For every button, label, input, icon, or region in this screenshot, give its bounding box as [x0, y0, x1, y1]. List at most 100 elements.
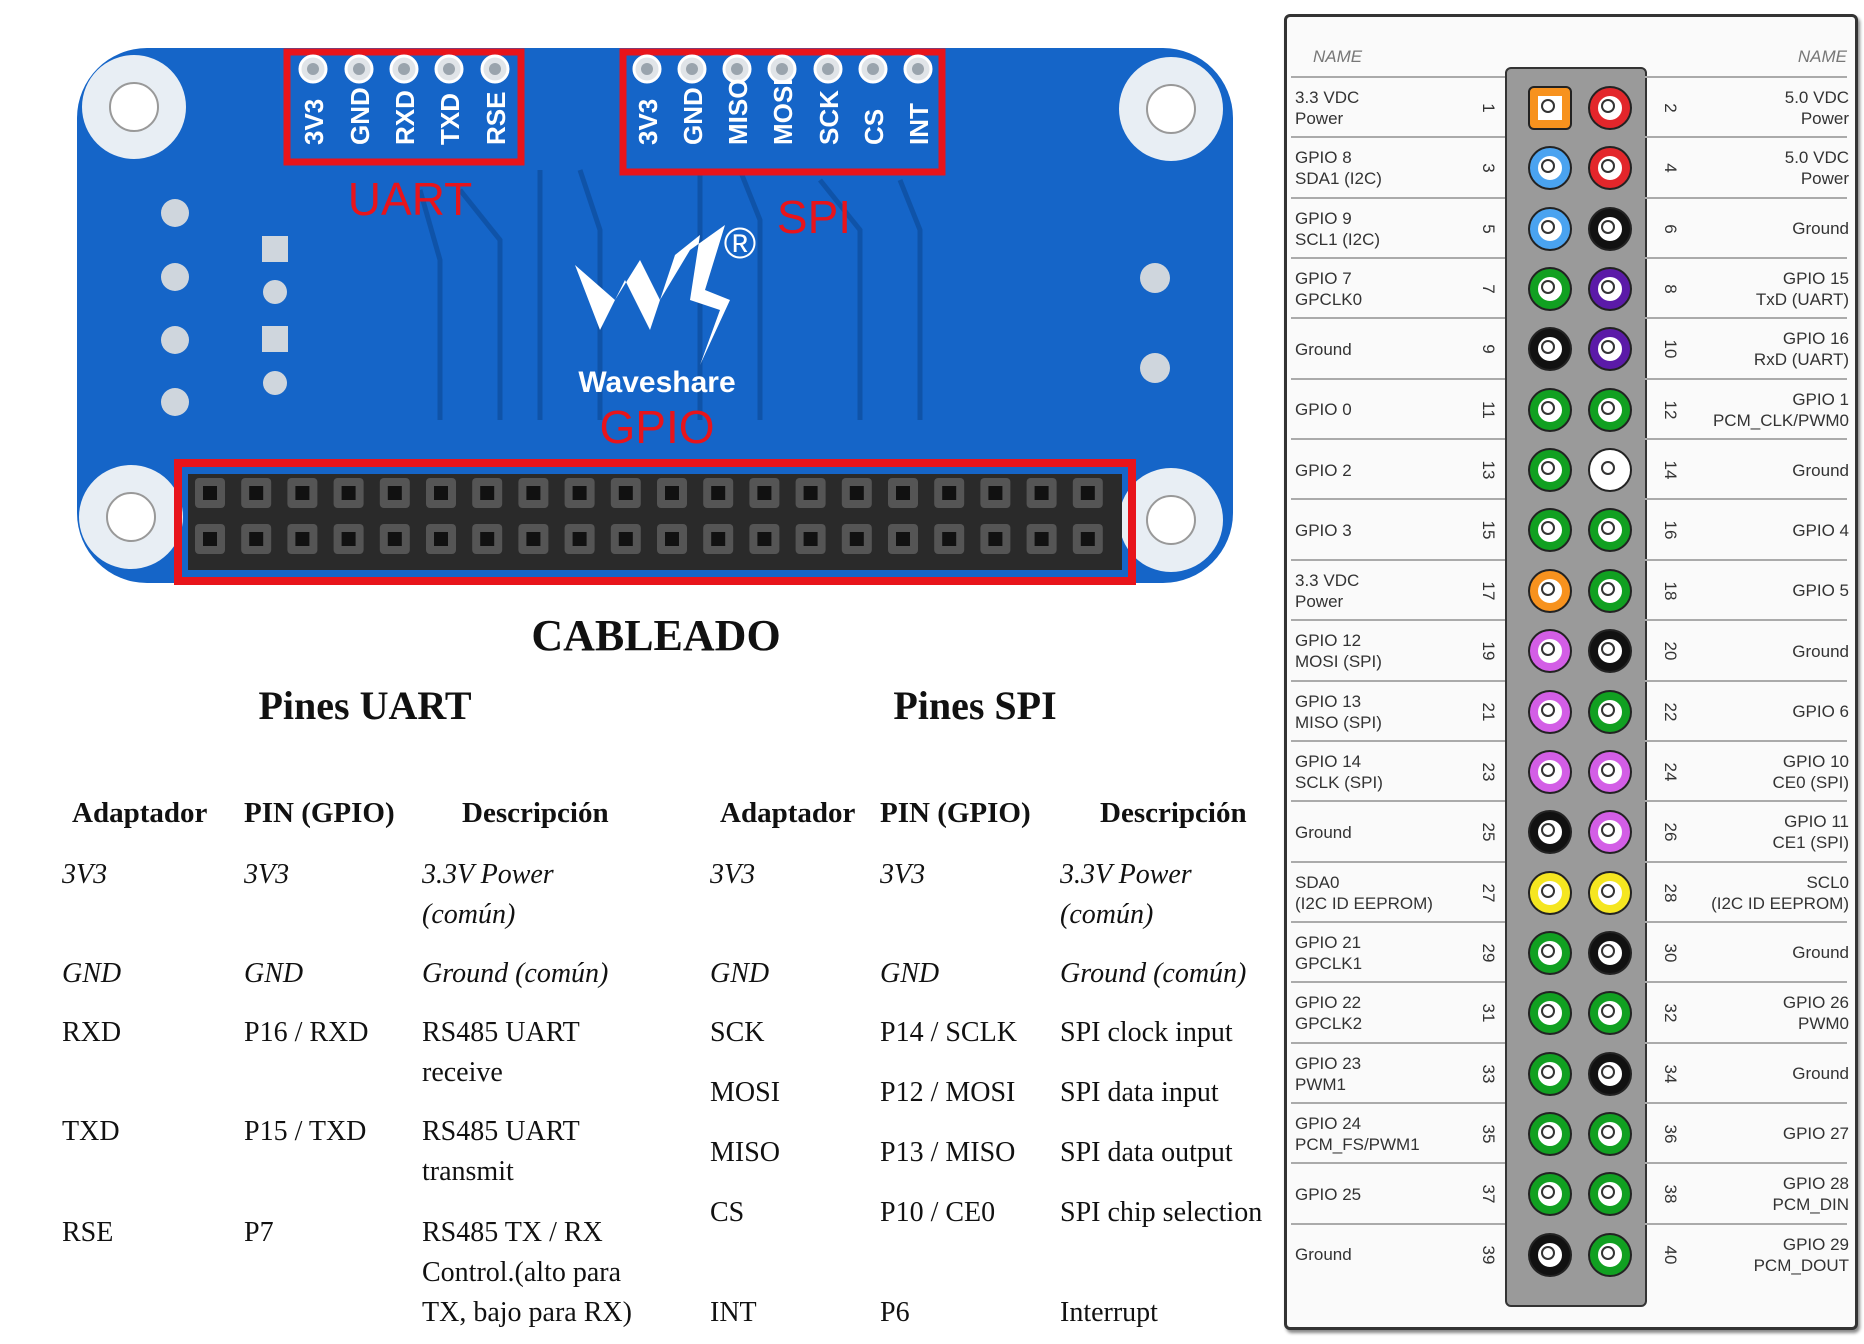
- left-pin-name: 3.3 VDC Power: [1295, 88, 1360, 128]
- right-pin-name: GPIO 11 CE1 (SPI): [1772, 812, 1849, 853]
- pinout-row: GPIO 9 SCL1 (I2C) 5 6 Ground: [1291, 196, 1851, 259]
- pin-6-icon: [1590, 208, 1630, 249]
- pin-cell: GND: [880, 958, 940, 989]
- left-pin-number: 37: [1479, 1184, 1498, 1204]
- uart-highlight-box: [283, 48, 525, 166]
- header-pin-label: 3V3: [299, 99, 329, 145]
- right-pin-number: 28: [1661, 883, 1680, 902]
- right-pin-name: 5.0 VDC Power: [1784, 88, 1849, 128]
- column-header: Descripción: [462, 797, 609, 829]
- pcb: [77, 48, 1233, 583]
- right-pin-name: Ground: [1792, 1064, 1849, 1084]
- pin-cell: 3V3: [244, 859, 290, 890]
- pinout-row: GPIO 13 MISO (SPI) 21 22 GPIO 6: [1291, 679, 1851, 742]
- pinout-row: 3.3 VDC Power 17 18 GPIO 5: [1291, 558, 1851, 621]
- adapter-cell: INT: [710, 1297, 757, 1328]
- right-pin-number: 4: [1661, 163, 1680, 174]
- right-pin-name: Ground: [1792, 641, 1849, 661]
- name-header-right: NAME: [1797, 47, 1847, 66]
- pin-21-icon: [1530, 691, 1570, 732]
- left-pin-number: 21: [1479, 702, 1498, 721]
- pin-cell: P6: [880, 1297, 910, 1328]
- pinout-row: GPIO 2 13 14 Ground: [1291, 438, 1851, 500]
- description-cell: SPI data input: [1060, 1077, 1219, 1108]
- waveshare-logo-icon: ®: [575, 219, 756, 365]
- header-pin-label: RSE: [481, 92, 511, 145]
- pin-23-icon: [1530, 751, 1570, 792]
- pinout-row: Ground 39 40 GPIO 29 PCM_DOUT: [1291, 1222, 1851, 1285]
- right-pin-name: GPIO 4: [1792, 520, 1849, 540]
- pinout-row: GPIO 14 SCLK (SPI) 23 24 GPIO 10 CE0 (SP…: [1291, 739, 1851, 802]
- pin-5-icon: [1530, 208, 1570, 249]
- pin-16-icon: [1590, 510, 1630, 551]
- pinout-row: GPIO 21 GPCLK1 29 30 Ground: [1291, 920, 1851, 983]
- right-pin-number: 36: [1661, 1124, 1680, 1144]
- left-pin-number: 9: [1479, 344, 1498, 355]
- right-pin-name: GPIO 15 TxD (UART): [1755, 269, 1849, 310]
- pin-13-icon: [1530, 450, 1570, 491]
- brand-label: Waveshare: [578, 366, 735, 399]
- left-pin-name: GPIO 23 PWM1: [1295, 1053, 1362, 1094]
- left-pin-name: GPIO 8 SDA1 (I2C): [1295, 148, 1382, 189]
- description-cell: RS485 UART receive: [422, 1017, 580, 1088]
- adapter-cell: RSE: [62, 1217, 114, 1248]
- right-pin-name: GPIO 6: [1792, 702, 1849, 721]
- right-pin-name: GPIO 5: [1792, 581, 1849, 601]
- left-pin-number: 29: [1479, 943, 1498, 963]
- pin-cell: P7: [244, 1217, 274, 1248]
- header-pin-label: SCK: [814, 90, 844, 145]
- left-pin-name: GPIO 3: [1295, 520, 1352, 540]
- header-pin-label: TXD: [435, 93, 465, 145]
- left-pin-name: GPIO 2: [1295, 460, 1352, 480]
- pin-cell: P15 / TXD: [244, 1116, 367, 1147]
- right-pin-name: GPIO 1 PCM_CLK/PWM0: [1712, 389, 1849, 430]
- pin-cell: P12 / MOSI: [880, 1077, 1016, 1108]
- left-pin-name: GPIO 22 GPCLK2: [1295, 993, 1363, 1034]
- gpio-label: GPIO: [599, 401, 714, 453]
- left-pin-number: 23: [1479, 762, 1498, 782]
- left-pin-name: GPIO 14 SCLK (SPI): [1295, 751, 1383, 792]
- left-pin-number: 15: [1479, 520, 1498, 540]
- pin-cell: GND: [244, 958, 304, 989]
- column-header: Adaptador: [72, 797, 208, 829]
- right-pin-number: 26: [1661, 822, 1680, 842]
- header-pin-label: INT: [904, 103, 934, 145]
- right-pin-name: GPIO 27: [1782, 1124, 1849, 1144]
- pin-18-icon: [1590, 570, 1630, 611]
- pin-17-icon: [1530, 570, 1570, 611]
- pin-4-icon: [1590, 148, 1630, 189]
- left-pin-number: 25: [1479, 822, 1498, 842]
- left-pin-number: 39: [1479, 1245, 1498, 1265]
- left-pin-name: GPIO 12 MOSI (SPI): [1295, 631, 1382, 672]
- right-pin-name: GPIO 28 PCM_DIN: [1772, 1174, 1849, 1215]
- pinout-row: GPIO 0 11 12 GPIO 1 PCM_CLK/PWM0: [1291, 377, 1851, 440]
- right-pin-name: GPIO 26 PWM0: [1782, 993, 1849, 1034]
- pin-3-icon: [1530, 148, 1570, 189]
- right-pin-name: Ground: [1792, 460, 1849, 480]
- pinout-row: GPIO 8 SDA1 (I2C) 3 4 5.0 VDC Power: [1291, 136, 1851, 198]
- left-pin-name: GPIO 24 PCM_FS/PWM1: [1295, 1113, 1420, 1154]
- left-pin-name: GPIO 9 SCL1 (I2C): [1295, 208, 1381, 249]
- pin-25-icon: [1530, 812, 1570, 853]
- right-pin-number: 14: [1661, 460, 1680, 480]
- pin-11-icon: [1530, 389, 1570, 430]
- pin-20-icon: [1590, 631, 1630, 672]
- pin-19-icon: [1530, 631, 1570, 672]
- pin-29-icon: [1530, 932, 1570, 973]
- gpio-pinout-table: NAME NAME 3.3 VDC Power 1 2 5.0 VDC Powe…: [1284, 14, 1858, 1330]
- description-cell: SPI clock input: [1060, 1017, 1233, 1048]
- pin-35-icon: [1530, 1113, 1570, 1154]
- left-pin-number: 1: [1479, 103, 1498, 113]
- adapter-cell: 3V3: [62, 859, 108, 890]
- right-pin-number: 30: [1661, 943, 1680, 963]
- column-header: PIN (GPIO): [880, 797, 1031, 829]
- left-pin-name: Ground: [1295, 822, 1352, 842]
- left-pin-name: SDA0 (I2C ID EEPROM): [1295, 872, 1433, 913]
- left-pin-number: 19: [1479, 641, 1498, 661]
- page-title: CABLEADO: [531, 611, 781, 660]
- left-pin-name: GPIO 7 GPCLK0: [1295, 269, 1363, 310]
- description-cell: 3.3V Power (común): [1060, 859, 1192, 930]
- adapter-cell: MISO: [710, 1137, 781, 1168]
- adapter-cell: CS: [710, 1197, 745, 1228]
- left-pin-number: 11: [1479, 400, 1498, 419]
